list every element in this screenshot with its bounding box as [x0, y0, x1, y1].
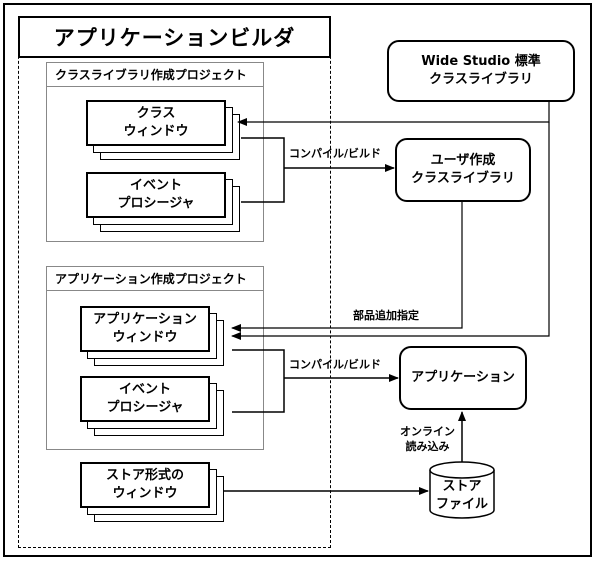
- add-parts-label: 部品追加指定: [353, 309, 419, 322]
- store-window-box: ストア形式の ウィンドウ: [80, 462, 210, 508]
- compile-build-label-2: コンパイル/ビルド: [289, 358, 382, 371]
- compile-build-label-1: コンパイル/ビルド: [289, 147, 382, 160]
- application-box: アプリケーション: [399, 346, 527, 410]
- application-project-title: アプリケーション作成プロジェクト: [47, 267, 263, 291]
- class-window-box: クラス ウィンドウ: [86, 100, 226, 146]
- class-event-procedure-box: イベント プロシージャ: [86, 172, 226, 218]
- user-class-library-box: ユーザ作成 クラスライブラリ: [395, 138, 531, 202]
- class-library-project-title: クラスライブラリ作成プロジェクト: [47, 63, 263, 87]
- diagram-frame: [3, 3, 592, 557]
- app-event-procedure-box: イベント プロシージャ: [80, 376, 210, 422]
- store-file-cylinder: [429, 461, 495, 519]
- wide-studio-class-library-box: Wide Studio 標準 クラスライブラリ: [387, 40, 575, 102]
- app-builder-title: アプリケーションビルダ: [18, 16, 331, 58]
- store-file-label: ストア ファイル: [435, 479, 488, 512]
- app-window-box: アプリケーション ウィンドウ: [80, 306, 210, 352]
- online-load-label: オンライン 読み込み: [400, 425, 455, 453]
